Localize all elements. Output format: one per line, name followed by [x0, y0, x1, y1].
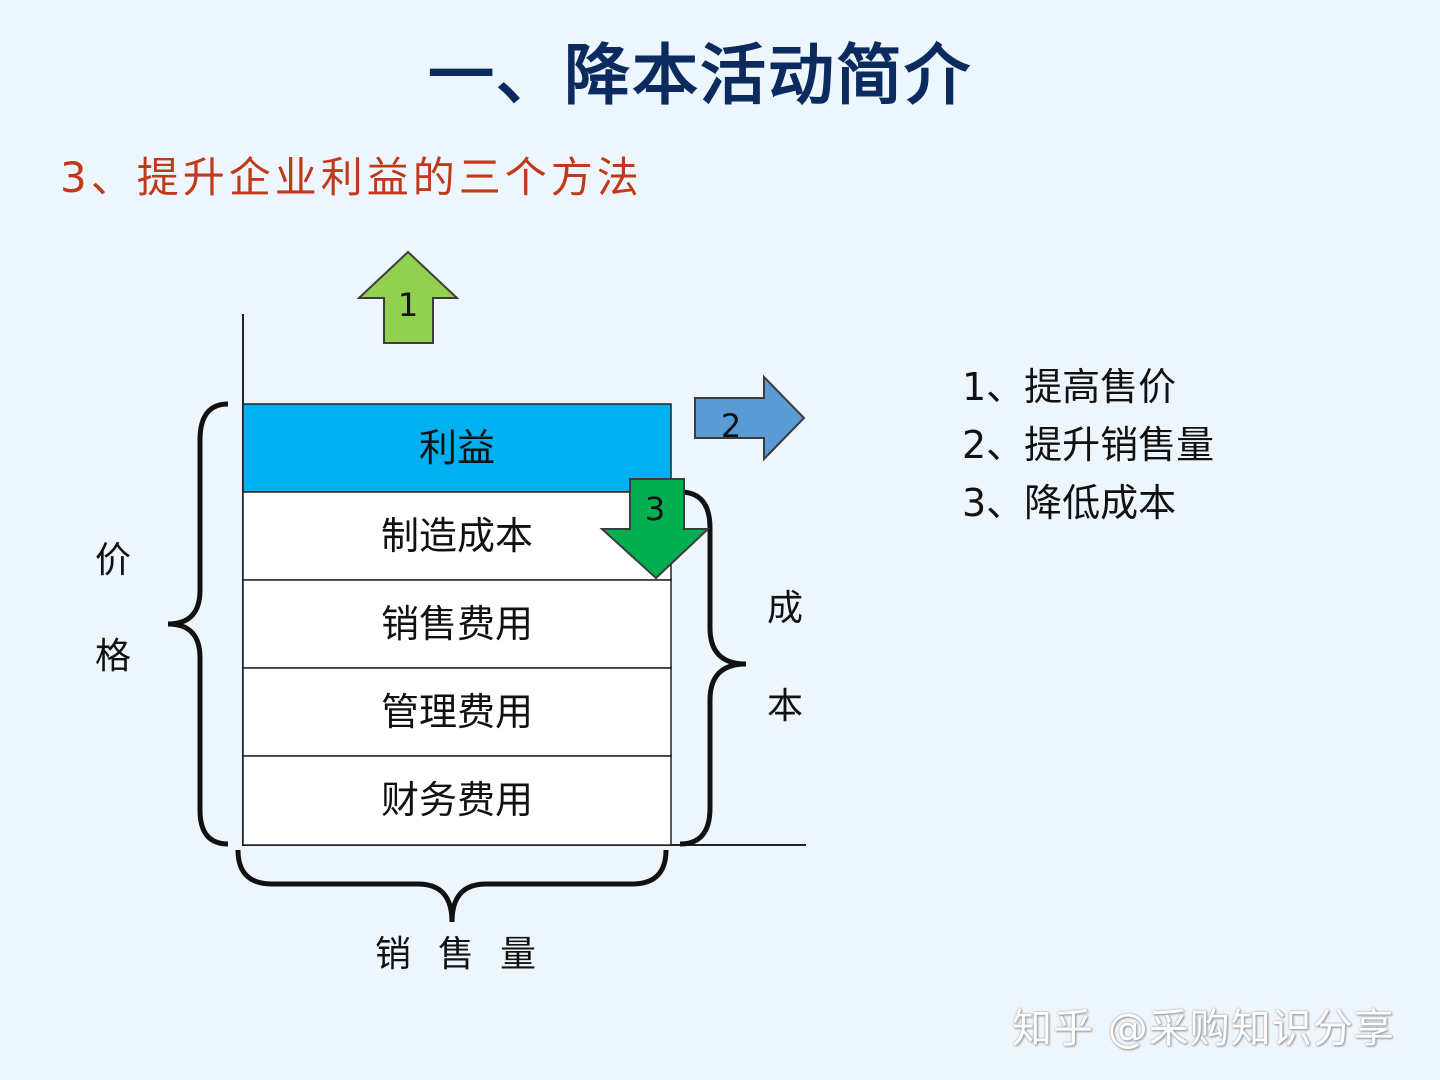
finance-expense-label: 财务费用	[381, 778, 533, 822]
sales-volume-label-3: 量	[500, 934, 536, 975]
method-item: 3、降低成本	[962, 481, 1177, 525]
arrow-3-number: 3	[645, 490, 665, 528]
manufacturing-cost-label: 制造成本	[381, 514, 533, 558]
sales-expense-box	[242, 579, 672, 669]
finance-expense-box	[242, 755, 672, 846]
profit-box	[242, 403, 672, 493]
method-item: 2、提升销售量	[962, 423, 1215, 467]
price-brace	[167, 401, 229, 847]
profit-label: 利益	[419, 426, 495, 470]
price-label-2: 格	[95, 636, 131, 677]
methods-list: 1、提高售价 2、提升销售量 3、降低成本	[962, 358, 1214, 532]
subtitle: 3、提升企业利益的三个方法	[60, 153, 643, 202]
price-label-1: 价	[95, 540, 131, 581]
page-title: 一、降本活动简介	[428, 37, 972, 114]
admin-expense-label: 管理费用	[381, 690, 533, 734]
arrow-up-icon	[356, 250, 460, 344]
cost-label-2: 本	[767, 686, 803, 727]
sales-volume-label-2: 售	[438, 934, 474, 975]
arrow-1-number: 1	[398, 286, 418, 324]
cost-brace	[679, 489, 747, 847]
arrow-right-icon	[694, 374, 806, 462]
admin-expense-box	[242, 667, 672, 757]
sales-volume-brace	[235, 849, 669, 923]
arrow-down-icon	[599, 478, 711, 580]
arrow-2-number: 2	[721, 407, 741, 445]
watermark: 知乎 @采购知识分享	[1012, 1006, 1395, 1052]
manufacturing-cost-box	[242, 491, 672, 581]
sales-expense-label: 销售费用	[381, 602, 533, 646]
method-item: 1、提高售价	[962, 365, 1177, 409]
sales-volume-label-1: 销	[375, 934, 411, 975]
cost-label-1: 成	[767, 588, 803, 629]
